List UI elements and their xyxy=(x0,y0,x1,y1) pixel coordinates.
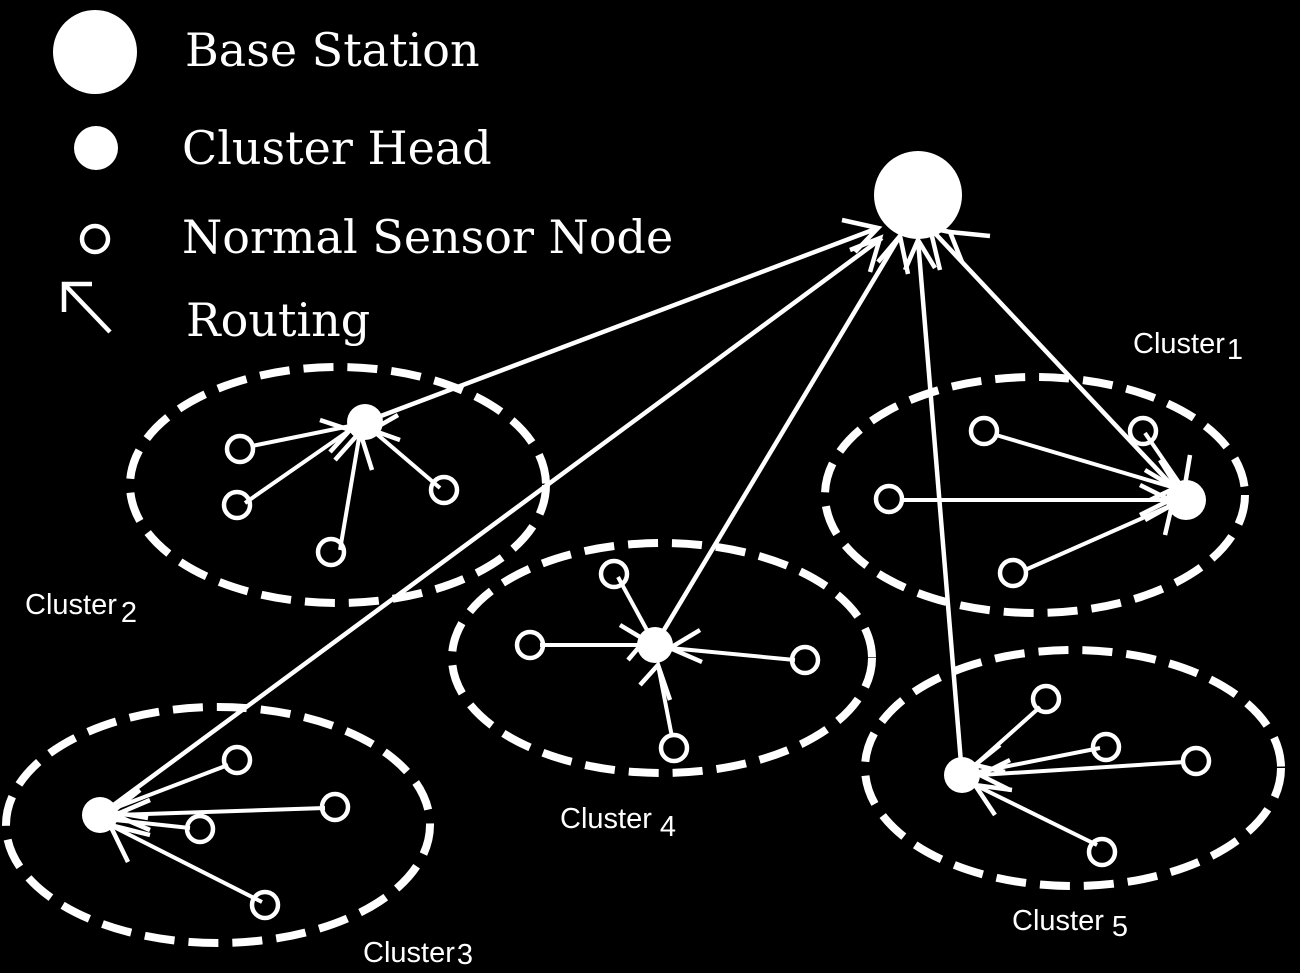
cluster-3-head xyxy=(82,797,118,833)
cluster-2-head xyxy=(347,404,383,440)
cluster-5-node xyxy=(1090,731,1122,763)
cluster-3-boundary xyxy=(2,703,434,947)
cluster-2-node xyxy=(428,474,460,506)
legend-routing-label: Routing xyxy=(186,293,370,347)
cluster-2-node xyxy=(315,536,347,568)
route-c2-to-bs xyxy=(364,225,879,425)
cluster-3-node xyxy=(221,744,253,776)
cluster-3-node xyxy=(319,791,351,823)
cluster-2-boundary xyxy=(126,363,550,607)
cluster-4-node xyxy=(789,644,821,676)
cluster-2-group xyxy=(221,404,460,568)
base-station-legend-icon xyxy=(53,10,137,94)
cluster-3-node xyxy=(184,813,216,845)
routing-arrow-legend-icon xyxy=(61,281,112,334)
cluster-1-node xyxy=(968,415,1000,447)
routing-links xyxy=(98,225,1185,817)
cluster-5-head xyxy=(944,757,980,793)
cluster-1-node xyxy=(873,483,905,515)
cluster-1-node xyxy=(1127,415,1159,447)
legend-base-station-label: Base Station xyxy=(185,23,480,77)
cluster-5-node xyxy=(1180,745,1212,777)
cluster-2-node xyxy=(224,433,256,465)
route-c3-to-bs xyxy=(98,236,884,817)
cluster-4-node xyxy=(658,732,690,764)
cluster-5-group xyxy=(944,683,1212,868)
cluster-1-node xyxy=(997,557,1029,589)
cluster-1-label: Cluster1 xyxy=(1133,328,1243,366)
cluster-1-boundary xyxy=(821,373,1249,617)
cluster-2-node xyxy=(221,489,253,521)
cluster-1-head xyxy=(1166,480,1206,520)
route-c5-to-bs xyxy=(915,239,965,776)
cluster-3-label: Cluster3 xyxy=(363,937,473,971)
cluster-head-legend-icon xyxy=(74,126,118,170)
legend: Base Station Cluster Head Normal Sensor … xyxy=(53,10,673,347)
base-station-node xyxy=(874,151,962,239)
cluster-5-node xyxy=(1086,836,1118,868)
route-bs-to-c1 xyxy=(928,226,1185,499)
legend-normal-node-label: Normal Sensor Node xyxy=(182,210,673,264)
cluster-4-node xyxy=(598,558,630,590)
route-c4-to-bs xyxy=(653,234,902,647)
cluster-1-group xyxy=(873,415,1206,589)
cluster-4-group xyxy=(514,558,821,764)
cluster-5-node xyxy=(1030,683,1062,715)
cluster-3-node xyxy=(249,889,281,921)
cluster-4-boundary xyxy=(448,539,876,777)
cluster-4-head xyxy=(637,627,673,663)
legend-cluster-head-label: Cluster Head xyxy=(182,121,492,175)
normal-node-legend-icon xyxy=(79,223,111,255)
cluster-5-boundary xyxy=(861,646,1285,890)
cluster-4-node xyxy=(514,629,546,661)
cluster-3-group xyxy=(82,744,351,921)
